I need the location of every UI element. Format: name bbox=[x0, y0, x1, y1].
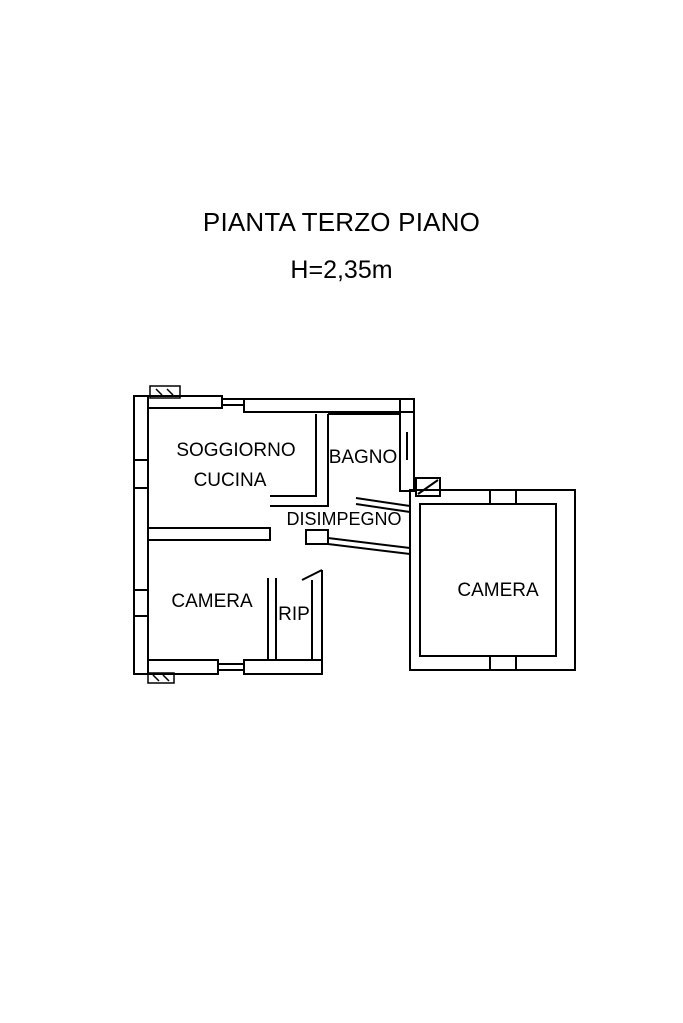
south-wall-a bbox=[147, 659, 219, 675]
soggiorno-east-wall-b bbox=[270, 414, 329, 507]
door-swing bbox=[301, 569, 323, 581]
disimpegno-nook bbox=[305, 529, 329, 545]
shaft-box bbox=[415, 477, 441, 497]
soggiorno-south-wall bbox=[147, 527, 271, 541]
chimney-top bbox=[149, 385, 181, 399]
corridor-wall bbox=[327, 537, 411, 555]
north-wall-b bbox=[243, 398, 415, 413]
window-top bbox=[222, 398, 244, 406]
bagno-door bbox=[355, 497, 411, 513]
room-label-bagno: BAGNO bbox=[329, 447, 398, 468]
window-right-top bbox=[489, 490, 517, 504]
window-bagno bbox=[399, 432, 408, 460]
chimney-top-marks bbox=[155, 388, 174, 396]
south-wall-b bbox=[243, 659, 323, 675]
room-label-disimpegno: DISIMPEGNO bbox=[286, 509, 401, 529]
chimney-bottom-marks bbox=[152, 674, 170, 682]
room-label-camera-left: CAMERA bbox=[171, 591, 253, 612]
chimneys bbox=[147, 385, 181, 684]
window-right-bottom bbox=[489, 656, 517, 670]
window-bottom bbox=[218, 663, 244, 671]
walls bbox=[133, 395, 576, 675]
outer-wall-top-left bbox=[133, 395, 414, 675]
partition-dashed bbox=[321, 548, 411, 670]
right-room-walls bbox=[409, 489, 576, 671]
chimney-bottom bbox=[147, 672, 175, 684]
plan-title: PIANTA TERZO PIANO bbox=[202, 207, 481, 237]
room-label-soggiorno: SOGGIORNO bbox=[176, 440, 295, 461]
ceiling-height: H=2,35m bbox=[290, 256, 393, 284]
west-wall bbox=[133, 395, 149, 675]
room-label-rip: RIP bbox=[278, 604, 310, 625]
window-west-a bbox=[134, 459, 148, 489]
room-label-camera-right: CAMERA bbox=[457, 580, 539, 601]
north-wall-a bbox=[147, 395, 223, 409]
room-label-cucina: CUCINA bbox=[194, 470, 267, 491]
soggiorno-east-wall bbox=[270, 414, 317, 497]
window-west-b bbox=[134, 589, 148, 617]
right-room-inner bbox=[419, 503, 557, 657]
shaft-diagonal bbox=[417, 479, 439, 495]
rip-walls bbox=[267, 570, 323, 674]
